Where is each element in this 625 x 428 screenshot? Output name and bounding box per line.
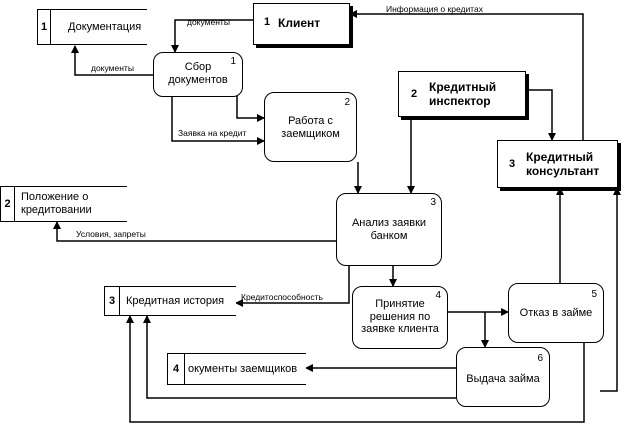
store-regulation-name-line2: кредитовании: [21, 203, 92, 216]
process-decision-line3: заявке клиента: [361, 323, 439, 336]
flow-analysis-to-history: [235, 266, 350, 307]
external-consultant-number: 3: [509, 158, 516, 170]
process-refusal-number: 5: [591, 289, 597, 300]
external-inspector-name-line1: Кредитный: [429, 80, 497, 94]
flow-consultant-to-client: [349, 10, 584, 140]
flow-label-documents-out: документы: [91, 63, 134, 73]
flow-issue-to-history: [143, 315, 457, 399]
process-collect-documents: 1 Сбор документов: [153, 52, 243, 97]
flow-collect-to-work-2: [171, 97, 265, 145]
process-collect-number: 1: [230, 56, 236, 67]
data-store-regulation: 2 Положение о кредитовании: [0, 186, 127, 222]
process-refusal-line1: Отказ в займе: [519, 307, 593, 319]
store-history-number: 3: [105, 287, 120, 315]
data-store-borrower-documents: 4 окументы заемщиков: [167, 353, 306, 385]
flow-label-documents-in: документы: [187, 17, 230, 27]
store-documentation-underline: [37, 44, 147, 45]
store-borrower-docs-number: 4: [168, 354, 185, 384]
process-analysis-line2: банком: [370, 229, 408, 242]
external-inspector-name-line2: инспектор: [429, 93, 491, 108]
store-history-name: Кредитная история: [126, 295, 225, 307]
store-documentation-name: Документация: [68, 21, 142, 33]
process-decision-line2: решения по: [369, 310, 431, 323]
process-decision: 4 Принятие решения по заявке клиента: [352, 286, 448, 349]
process-issue-line1: Выдача займа: [466, 373, 540, 385]
external-entity-client: 1 Клиент: [253, 3, 350, 45]
flow-issue-to-consultant: [600, 187, 621, 392]
process-decision-number: 4: [435, 290, 441, 301]
process-work-with-borrower: 2 Работа с заемщиком: [264, 92, 357, 162]
flow-label-credit-info: Информация о кредитах: [386, 4, 483, 14]
external-entity-consultant: 3 Кредитный консультант: [497, 140, 618, 188]
external-client-number: 1: [264, 16, 271, 28]
flow-refusal-to-history: [126, 315, 585, 423]
process-collect-line2: документов: [168, 73, 228, 86]
process-collect-line1: Сбор: [184, 61, 212, 73]
external-consultant-name-line1: Кредитный: [526, 150, 594, 164]
external-client-name: Клиент: [278, 16, 321, 30]
process-issue-number: 6: [537, 353, 543, 364]
external-consultant-name-line2: консультант: [526, 163, 600, 178]
store-borrower-docs-name: окументы заемщиков: [188, 363, 298, 375]
flow-label-conditions: Условия, запреты: [76, 229, 146, 239]
flow-label-creditworthiness: Кредитоспособность: [241, 292, 323, 302]
store-regulation-number: 2: [1, 187, 15, 221]
flow-client-to-collect: [171, 19, 254, 53]
flow-collect-to-docs: [71, 45, 155, 76]
process-work-line2: заемщиком: [281, 127, 340, 140]
process-application-analysis: 3 Анализ заявки банком: [336, 193, 442, 266]
store-documentation-number: 1: [38, 10, 51, 44]
flow-inspector-to-consultant: [526, 89, 556, 141]
process-loan-issue: 6 Выдача займа: [456, 347, 550, 407]
external-entity-inspector: 2 Кредитный инспектор: [398, 71, 526, 117]
flow-label-application: Заявка на кредит: [178, 128, 247, 138]
process-work-line1: Работа с: [288, 115, 333, 127]
flow-analysis-to-regulation: [53, 221, 336, 242]
process-work-number: 2: [344, 97, 350, 108]
process-analysis-line1: Анализ заявки: [351, 217, 427, 229]
process-decision-line1: Принятие: [375, 298, 425, 310]
data-store-documentation: 1 Документация: [37, 9, 147, 45]
flow-collect-to-work-1: [236, 94, 265, 122]
store-regulation-name-line1: Положение о: [21, 191, 89, 203]
process-analysis-number: 3: [430, 197, 436, 208]
external-inspector-number: 2: [411, 88, 418, 100]
process-loan-refusal: 5 Отказ в займе: [508, 283, 604, 343]
data-store-credit-history: 3 Кредитная история: [104, 286, 236, 316]
